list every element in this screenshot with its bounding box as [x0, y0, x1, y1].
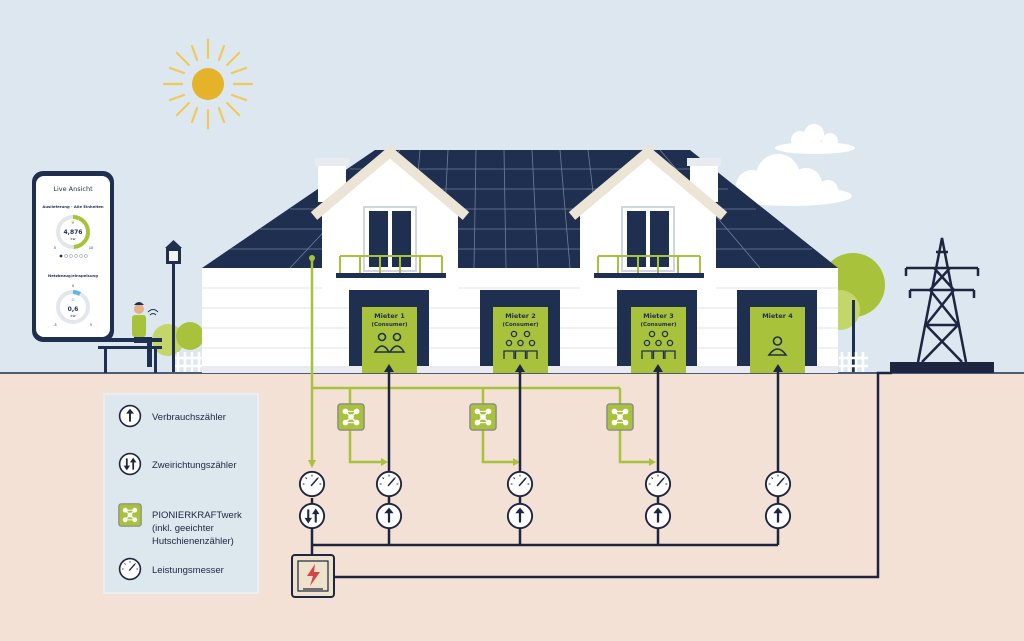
single-person-icon [767, 336, 788, 356]
phone-title: Live Ansicht [53, 185, 93, 193]
power-meter-icon [764, 470, 792, 498]
power-pylon-icon [890, 237, 994, 373]
tenant-role: (Consumer) [640, 322, 677, 328]
legend-power-meter: Leistungsmesser [152, 565, 224, 576]
gauge-min: -5 [53, 323, 56, 327]
gauge-max: 10 [89, 246, 93, 250]
arrow-head [649, 458, 656, 466]
grid-icon: ⌂ [71, 297, 74, 303]
gauge-arc [72, 290, 81, 296]
gauge-min: 0 [54, 246, 56, 250]
power-meter-icon [506, 470, 534, 498]
four-people-icon [641, 330, 676, 359]
tenant-door-3: Mieter 3 (Consumer) [631, 307, 686, 373]
tenant-name: Mieter 2 [505, 312, 536, 320]
two-people-icon [373, 332, 406, 353]
person-on-bench-icon [98, 302, 162, 373]
bidirectional-meter-icon [298, 502, 326, 530]
consumption-meter-icon [644, 502, 672, 530]
solar-wiring [310, 258, 650, 464]
pionierkraftwerk-icon [469, 403, 497, 431]
arrow-heads [384, 364, 783, 372]
gauge-unit: kw [70, 314, 75, 318]
gauge-unit: kw [70, 237, 75, 241]
tenant-role: (Consumer) [502, 322, 539, 328]
legend: Verbrauchszähler Zweirichtungszähler PIO… [103, 393, 259, 594]
power-meter-icon [118, 557, 142, 581]
gauge-value: 4,876 [64, 229, 83, 236]
pionierkraftwerk-icon [337, 403, 365, 431]
legend-bidirectional-meter: Zweirichtungszähler [152, 460, 236, 471]
gauge-max: 5 [90, 323, 92, 327]
bidirectional-meter-icon [118, 452, 142, 476]
gauge-value: 0,6 [68, 306, 79, 313]
consumption-meter-icon [375, 502, 403, 530]
phone-section-label: Netzbezug/einspeisung [48, 273, 98, 278]
tenant-name: Mieter 1 [374, 312, 405, 320]
legend-pionierkraftwerk-sub: (inkl. geeichter [152, 523, 214, 534]
consumption-meter-icon [506, 502, 534, 530]
gauge-arc [56, 215, 90, 249]
fence [175, 352, 202, 372]
pagination-dots [59, 254, 88, 258]
four-people-icon [503, 330, 538, 359]
legend-consumption-meter: Verbrauchszähler [152, 412, 226, 423]
tenant-name: Mieter 4 [762, 312, 793, 320]
street-lamp-icon [165, 240, 182, 372]
pionierkraftwerk-icon [606, 403, 634, 431]
phone-section-label: Auslieferung - Alle Einheiten [42, 204, 104, 209]
cloud [775, 124, 855, 154]
tenant-role: (Consumer) [371, 322, 408, 328]
power-meter-icon [644, 470, 672, 498]
power-meter-icon [375, 470, 403, 498]
consumption-meter-icon [764, 502, 792, 530]
consumption-meter-icon [118, 404, 142, 428]
legend-pionierkraftwerk: PIONIERKRAFTwerk [152, 510, 242, 521]
gauge-top: 0 [72, 284, 74, 288]
leaf-icon: ❦ [71, 220, 75, 226]
meter-cabinet-icon [291, 554, 335, 598]
tenant-door-4: Mieter 4 [750, 307, 805, 373]
fence [839, 352, 868, 372]
legend-pionierkraftwerk-sub: Hutschienenzähler) [152, 536, 234, 547]
arrow-head [513, 458, 520, 466]
tenant-door-2: Mieter 2 (Consumer) [493, 307, 548, 373]
tenant-name: Mieter 3 [643, 312, 674, 320]
pionierkraftwerk-icon [118, 503, 142, 527]
phone-mockup: Live Ansicht Auslieferung - Alle Einheit… [32, 171, 114, 342]
solar-connection-point [309, 255, 315, 261]
sun-icon [162, 38, 254, 130]
tenant-door-1: Mieter 1 (Consumer) [362, 307, 417, 373]
arrow-head [308, 460, 316, 468]
power-meter-icon [298, 470, 326, 498]
arrow-head [381, 458, 388, 466]
